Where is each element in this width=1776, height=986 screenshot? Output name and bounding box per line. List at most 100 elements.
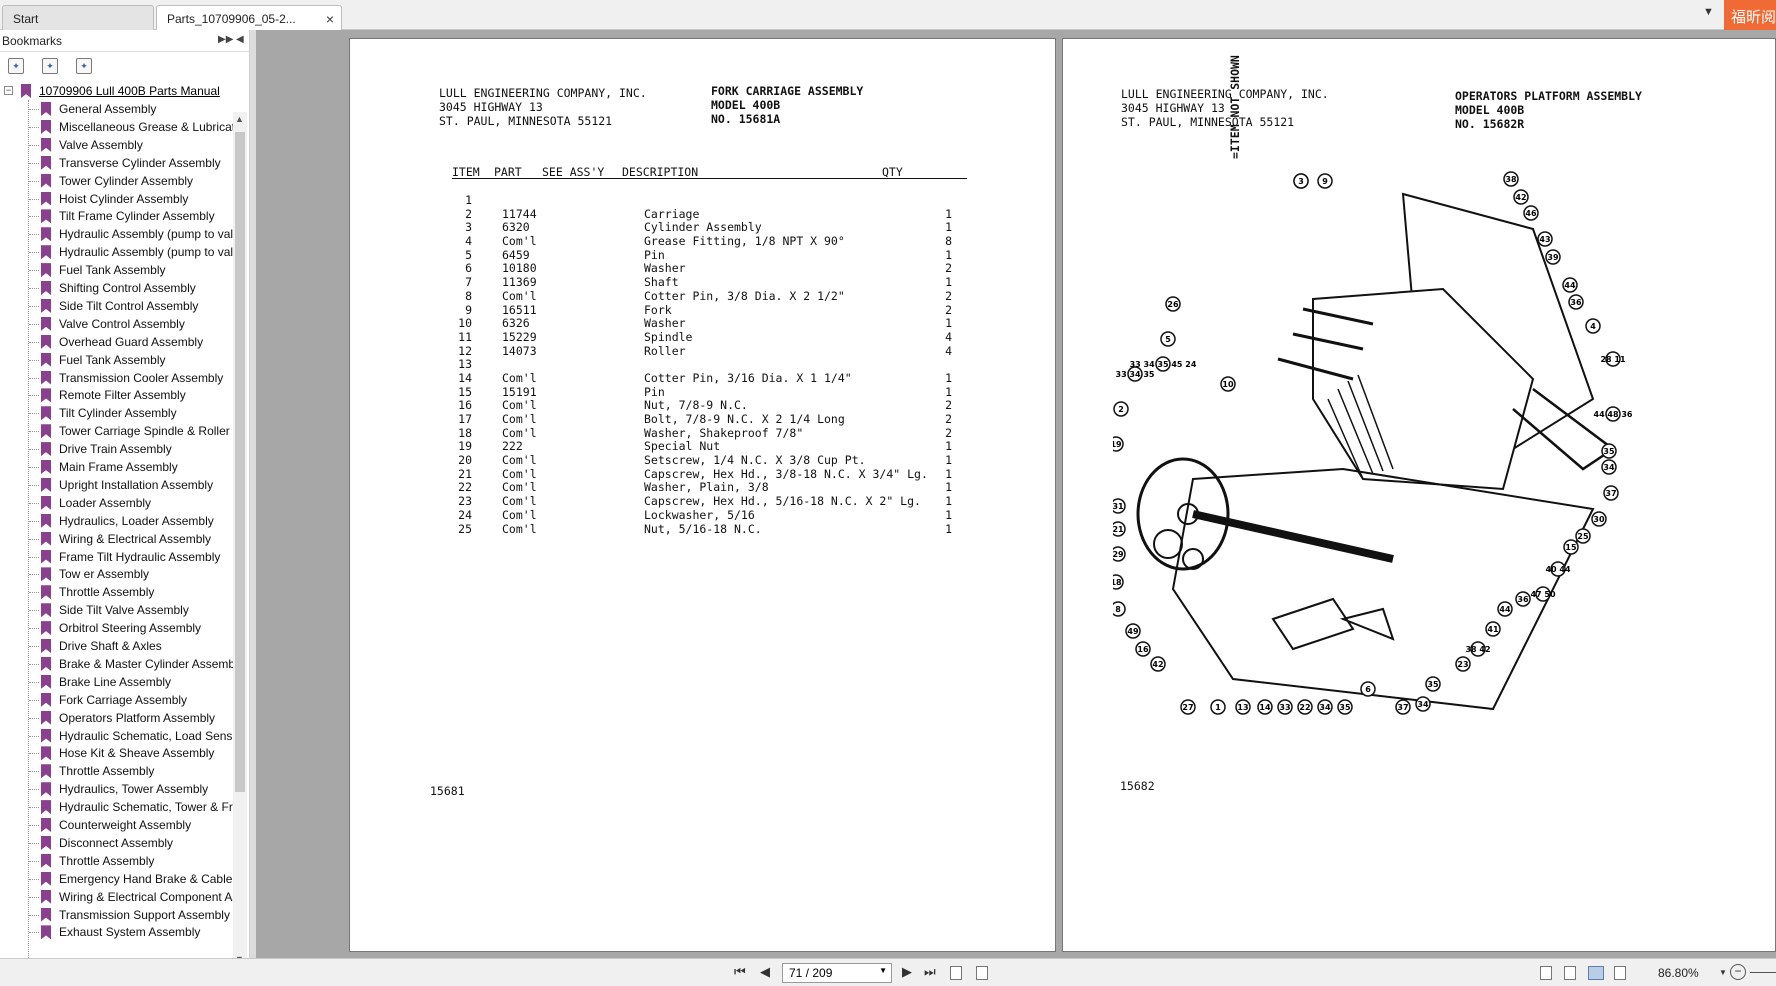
expand-panel-icon[interactable]: ▶▶ — [218, 34, 234, 45]
tab-document[interactable]: Parts_10709906_05-2... × — [156, 5, 342, 30]
bookmark-item[interactable]: Tower Cylinder Assembly — [0, 172, 233, 190]
page-number-input[interactable]: 71 / 209 ▼ — [782, 963, 892, 983]
bookmark-item[interactable]: Miscellaneous Grease & Lubrication — [0, 118, 233, 136]
bookmark-root[interactable]: − 10709906 Lull 400B Parts Manual — [0, 82, 233, 100]
bookmark-item[interactable]: Hydraulic Schematic, Load Sensing — [0, 727, 233, 745]
bookmark-item[interactable]: Brake Line Assembly — [0, 673, 233, 691]
bookmark-item[interactable]: Fuel Tank Assembly — [0, 261, 233, 279]
bookmark-label: Overhead Guard Assembly — [59, 334, 204, 349]
scroll-up-icon[interactable]: ▲ — [235, 114, 244, 124]
continuous-facing-view-icon[interactable] — [1614, 966, 1626, 980]
pedal-shape — [1271, 597, 1355, 651]
bookmark-item[interactable]: Tilt Cylinder Assembly — [0, 404, 233, 422]
callout-bubble — [1497, 601, 1513, 617]
bookmark-item[interactable]: Tow er Assembly — [0, 565, 233, 583]
item-number: 20 — [458, 453, 472, 468]
page-dropdown-icon[interactable]: ▼ — [879, 966, 887, 975]
collapse-panel-icon[interactable]: ◀ — [236, 34, 244, 45]
bookmark-item[interactable]: Drive Train Assembly — [0, 440, 233, 458]
new-bookmark-icon[interactable]: ✦ — [42, 58, 58, 74]
bookmark-item[interactable]: Frame Tilt Hydraulic Assembly — [0, 548, 233, 566]
first-page-icon[interactable]: ⏮ — [734, 964, 746, 979]
bookmark-item[interactable]: Remote Filter Assembly — [0, 386, 233, 404]
bookmark-item[interactable]: Wiring & Electrical Assembly — [0, 530, 233, 548]
bookmark-item[interactable]: Hydraulics, Tower Assembly — [0, 780, 233, 798]
collapse-node-icon[interactable]: − — [4, 85, 13, 95]
bookmark-icon — [41, 710, 51, 725]
callout-bubble — [1562, 277, 1578, 293]
bookmark-item[interactable]: Operators Platform Assembly — [0, 709, 233, 727]
bookmark-item[interactable]: General Assembly — [0, 100, 233, 118]
bookmark-item[interactable]: Hydraulic Assembly (pump to valve) — [0, 243, 233, 261]
bookmark-item[interactable]: Transverse Cylinder Assembly — [0, 154, 233, 172]
next-page-icon[interactable]: ▶ — [902, 964, 912, 979]
previous-view-icon[interactable] — [950, 966, 962, 980]
bookmark-item[interactable]: Throttle Assembly — [0, 583, 233, 601]
callout-bubble — [1160, 331, 1176, 347]
bookmark-item[interactable]: Tilt Frame Cylinder Assembly — [0, 207, 233, 225]
find-bookmark-icon[interactable]: ✦ — [76, 58, 92, 74]
zoom-dropdown-icon[interactable]: ▼ — [1719, 968, 1727, 977]
part-qty: 1 — [945, 316, 952, 331]
bookmark-item[interactable]: Orbitrol Steering Assembly — [0, 619, 233, 637]
part-description: Setscrew, 1/4 N.C. X 3/8 Cup Pt. — [644, 453, 866, 468]
bookmark-item[interactable]: Loader Assembly — [0, 494, 233, 512]
bookmarks-vertical-scrollbar[interactable]: ▲ ▼ — [233, 112, 247, 970]
bookmark-item[interactable]: Tower Carriage Spindle & Roller — [0, 422, 233, 440]
bookmark-item[interactable]: Upright Installation Assembly — [0, 476, 233, 494]
bookmark-item[interactable]: Emergency Hand Brake & Cable — [0, 870, 233, 888]
zoom-level[interactable]: 86.80% — [1658, 966, 1699, 980]
bookmark-item[interactable]: Brake & Master Cylinder Assembly — [0, 655, 233, 673]
bookmark-item[interactable]: Transmission Support Assembly — [0, 906, 233, 924]
last-page-icon[interactable]: ⏭ — [924, 964, 936, 979]
part-number: Com'l — [502, 521, 537, 536]
bookmark-label: Tilt Frame Cylinder Assembly — [59, 209, 215, 224]
single-page-view-icon[interactable] — [1540, 966, 1552, 980]
bookmark-item[interactable]: Wiring & Electrical Component Assembly — [0, 888, 233, 906]
zoom-slider[interactable] — [1750, 972, 1776, 973]
bookmark-item[interactable]: Counterweight Assembly — [0, 816, 233, 834]
bookmark-item[interactable]: Fork Carriage Assembly — [0, 691, 233, 709]
bookmark-item[interactable]: Side Tilt Valve Assembly — [0, 601, 233, 619]
bookmark-item[interactable]: Throttle Assembly — [0, 852, 233, 870]
callout-label: 44 — [1562, 277, 1578, 293]
bookmark-item[interactable]: Exhaust System Assembly — [0, 923, 233, 941]
bookmark-item[interactable]: Valve Assembly — [0, 136, 233, 154]
facing-view-icon[interactable] — [1588, 966, 1604, 980]
bookmark-item[interactable]: Drive Shaft & Axles — [0, 637, 233, 655]
tab-start[interactable]: Start — [2, 5, 154, 30]
bookmark-item[interactable]: Main Frame Assembly — [0, 458, 233, 476]
tree-connector — [29, 377, 39, 379]
zoom-out-icon[interactable]: − — [1730, 964, 1746, 980]
bookmark-item[interactable]: Transmission Cooler Assembly — [0, 369, 233, 387]
bookmark-item[interactable]: Shifting Control Assembly — [0, 279, 233, 297]
bookmark-item[interactable]: Disconnect Assembly — [0, 834, 233, 852]
bookmark-item[interactable]: Valve Control Assembly — [0, 315, 233, 333]
callout-number: 22 — [1299, 703, 1310, 712]
next-view-icon[interactable] — [976, 966, 988, 980]
callout-label: 1 — [1210, 699, 1226, 715]
bookmark-item[interactable]: Throttle Assembly — [0, 762, 233, 780]
document-view[interactable]: LULL ENGINEERING COMPANY, INC. 3045 HIGH… — [256, 30, 1776, 958]
continuous-view-icon[interactable] — [1564, 966, 1576, 980]
brand-badge[interactable]: 福昕阅读器 — [1724, 0, 1776, 30]
bookmark-item[interactable]: Hoist Cylinder Assembly — [0, 190, 233, 208]
tab-menu-chevron-down-icon[interactable]: ▼ — [1703, 6, 1714, 18]
previous-page-icon[interactable]: ◀ — [760, 964, 770, 979]
callout-label: 33 34 35 — [1116, 366, 1155, 382]
expand-bookmark-icon[interactable]: ✦ — [8, 58, 24, 74]
bookmark-item[interactable]: Overhead Guard Assembly — [0, 333, 233, 351]
bookmark-item[interactable]: Hose Kit & Sheave Assembly — [0, 744, 233, 762]
callout-number: 8 — [1115, 605, 1121, 614]
panel-splitter[interactable] — [250, 30, 256, 958]
bookmark-item[interactable]: Hydraulic Assembly (pump to valve) — [0, 225, 233, 243]
callout-label: 34 — [1601, 459, 1617, 475]
scrollbar-thumb[interactable] — [235, 132, 245, 792]
bookmark-item[interactable]: Hydraulics, Loader Assembly — [0, 512, 233, 530]
bookmark-item[interactable]: Side Tilt Control Assembly — [0, 297, 233, 315]
bookmark-item[interactable]: Hydraulic Schematic, Tower & Frame — [0, 798, 233, 816]
close-tab-icon[interactable]: × — [325, 11, 334, 27]
bookmark-item[interactable]: Fuel Tank Assembly — [0, 351, 233, 369]
